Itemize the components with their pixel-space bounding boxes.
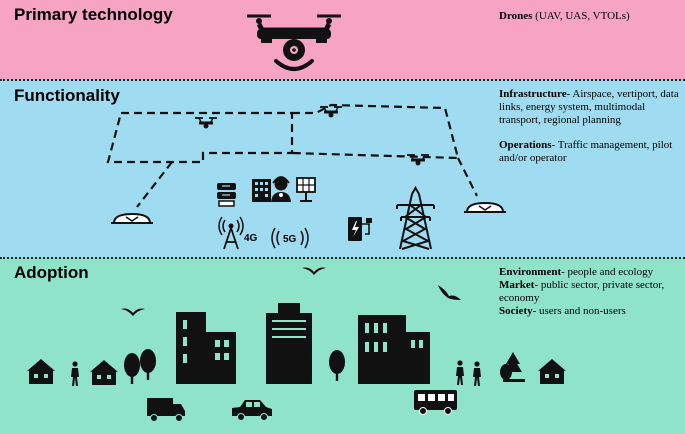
office-building-icon-2 [358,315,430,384]
drones-heading: Drones [499,10,533,22]
infrastructure-paragraph: Infrastructure- Airspace, vertiport, dat… [499,88,681,127]
infrastructure-text: - Airspace, vertiport, data links, energ… [499,88,679,126]
tree-icon-1 [124,353,140,384]
person-icon-2 [456,360,464,385]
band-divider-top [0,79,685,81]
bus-icon [414,390,457,415]
delivery-truck-icon [147,398,185,422]
office-building-icon-1 [176,312,236,384]
environment-paragraph: Environment- people and ecology [499,266,681,279]
car-icon [232,400,272,421]
house-icon-3 [538,359,566,384]
airspace-route-network [106,103,478,208]
environment-text: - people and ecology [561,266,654,278]
drone-icon [247,14,341,71]
signal-5g-icon [271,227,309,249]
tree-icon-3 [329,350,345,381]
label-4g: 4G [244,233,258,244]
functionality-title: Functionality [14,86,120,105]
drones-text: (UAV, UAS, VTOLs) [532,10,630,22]
band-divider-bottom [0,257,685,259]
market-heading: Market [499,279,535,291]
environment-heading: Environment [499,266,562,278]
primary-technology-description: Drones (UAV, UAS, VTOLs) [499,10,681,23]
society-paragraph: Society- users and non-users [499,305,681,318]
house-icon-1 [27,359,55,384]
adoption-title: Adoption [14,263,89,282]
adoption-band [0,258,685,434]
label-5g: 5G [283,234,297,245]
drone-icon-network-left [194,117,218,130]
data-server-icon [217,183,236,207]
vertiport-icon-right [463,202,507,213]
operations-paragraph: Operations- Traffic management, pilot an… [499,139,681,165]
control-building-icon [252,179,271,202]
bird-icon-right [438,285,461,300]
tree-icon-2 [140,349,156,380]
bird-icon-left [121,308,145,316]
vertiport-icon-left [110,213,154,224]
functionality-description: Infrastructure- Airspace, vertiport, dat… [499,88,681,165]
house-icon-2 [90,360,118,385]
office-tower-icon [266,303,312,384]
charging-station-icon [348,217,372,241]
primary-technology-title: Primary technology [14,5,173,24]
solar-panel-icon [296,177,316,202]
society-text: - users and non-users [532,305,626,317]
functionality-band [0,80,685,258]
operations-heading: Operations [499,139,552,151]
market-text: - public sector, private sector, economy [499,279,665,304]
tree-cluster-icon [500,352,525,382]
person-icon-3 [473,361,481,386]
infrastructure-heading: Infrastructure [499,88,567,100]
cell-tower-4g-icon [218,216,244,250]
operator-icon [271,176,291,202]
society-heading: Society [499,305,533,317]
bird-icon-top [302,267,326,275]
primary-technology-band [0,0,685,80]
person-icon-1 [71,361,79,386]
operations-text: - Traffic management, pilot and/or opera… [499,139,673,164]
adoption-description: Environment- people and ecology Market- … [499,266,681,318]
power-pylon-icon [396,186,435,250]
market-paragraph: Market- public sector, private sector, e… [499,279,681,305]
